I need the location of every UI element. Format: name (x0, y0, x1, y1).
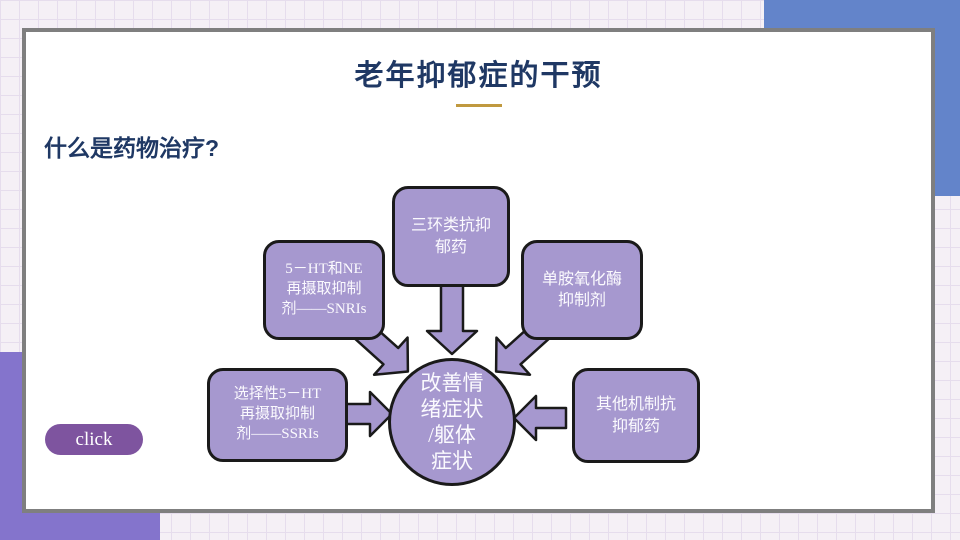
slide-title: 老年抑郁症的干预 (354, 60, 603, 92)
diagram-box-label: 其他机制抗 抑郁药 (595, 396, 676, 435)
title-underline (455, 104, 502, 107)
diagram-box-maoi: 单胺氧化酶 抑制剂 (521, 240, 643, 340)
diagram-center-circle: 改善情 绪症状 /躯体 症状 (388, 358, 516, 486)
click-button[interactable]: click (45, 424, 143, 455)
diagram-box-ssris: 选择性5－HT 再摄取抑制 剂——SSRIs (207, 368, 348, 462)
diagram-box-label: 单胺氧化酶 抑制剂 (541, 270, 622, 309)
diagram-box-label: 5－HT和NE 再摄取抑制 剂——SNRIs (281, 261, 367, 317)
diagram-box-snris: 5－HT和NE 再摄取抑制 剂——SNRIs (263, 240, 385, 340)
diagram-box-other-mechanism: 其他机制抗 抑郁药 (572, 368, 700, 463)
diagram-box-tricyclic: 三环类抗抑 郁药 (392, 186, 510, 287)
section-heading: 什么是药物治疗? (44, 135, 220, 161)
diagram-center-label: 改善情 绪症状 /躯体 症状 (420, 370, 484, 474)
diagram-box-label: 三环类抗抑 郁药 (410, 217, 491, 256)
diagram-box-label: 选择性5－HT 再摄取抑制 剂——SSRIs (233, 386, 322, 442)
